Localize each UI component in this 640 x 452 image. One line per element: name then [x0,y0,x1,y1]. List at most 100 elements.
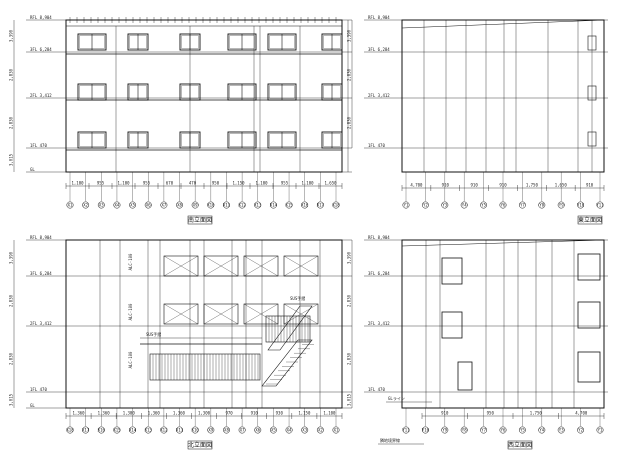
grid-bubble [518,426,526,434]
grid-mark-label: X1 [334,427,339,432]
bottom-dimension-label: 1,300 [123,411,136,416]
hatch-frame [265,315,311,343]
grid-bubble [538,426,546,434]
bottom-dimension-label: 4,700 [575,411,588,416]
side-window [587,35,597,51]
grid-bubble [82,201,90,209]
grid-mark-label: X12 [239,202,247,207]
grid-mark-label: X9 [193,202,198,207]
grid-mark-label: Y5 [481,202,486,207]
grid-mark-label: X13 [145,427,153,432]
grid-bubble [499,426,507,434]
grid-bubble [254,201,262,209]
bottom-dimension-label: 1,100 [323,411,336,416]
grid-mark-label: Y6 [501,202,506,207]
bottom-dimension-label: 1,750 [530,411,543,416]
grid-bubble [332,426,340,434]
bottom-dimension-label: 1,360 [73,411,86,416]
view-title-box [507,440,533,450]
grid-bubble [160,201,168,209]
window-inner [229,85,255,99]
grid-bubble [577,426,585,434]
grid-mark-label: Y3 [442,202,447,207]
window-inner [79,133,105,147]
grid-mark-label: X17 [317,202,325,207]
grid-bubble [421,201,429,209]
grid-bubble [285,426,293,434]
brace-line [163,303,199,325]
grid-bubble [301,201,309,209]
side-window [587,85,597,101]
bottom-dimension-label: 1,360 [98,411,111,416]
bottom-dimension-label: 950 [212,181,220,186]
height-dimension-label: 3,390 [9,29,14,42]
grid-mark-label: Y2 [578,427,583,432]
level-label: 1FL 470 [368,143,385,148]
grid-bubble [480,201,488,209]
bottom-dimension-label: 910 [499,183,507,188]
grid-mark-label: X18 [332,202,340,207]
level-label: 1FL 470 [30,143,47,148]
grid-bubble [441,201,449,209]
level-label: 1FL 470 [30,387,47,392]
grid-bubble [316,426,324,434]
note-gl-line: GLライン [388,395,405,401]
level-label: 3FL 6,284 [368,47,390,52]
height-dimension-label: 3,390 [347,251,352,264]
grid-mark-label: X3 [302,427,307,432]
brace-line [163,255,199,277]
grid-mark-label: Y9 [442,427,447,432]
height-dimension-label: 2,830 [9,68,14,81]
corridor-opening [283,255,319,277]
bottom-dimension-label: 910 [586,183,594,188]
corridor-opening [243,255,279,277]
bottom-dimension-label: 950 [487,411,495,416]
window-inner [79,85,105,99]
grid-mark-label: Y7 [520,202,525,207]
view-title: 北立面図 [188,441,212,449]
grid-bubble [538,201,546,209]
height-dimension-label: 2,830 [9,352,14,365]
grid-bubble [144,201,152,209]
window-inner [269,133,295,147]
grid-bubble [269,201,277,209]
side-window [587,131,597,147]
grid-bubble [316,201,324,209]
grid-mark-label: X14 [270,202,278,207]
side-window [577,253,601,281]
bottom-dimension-label: 910 [471,183,479,188]
grid-bubble [596,426,604,434]
grid-bubble [332,201,340,209]
grid-mark-label: X9 [208,427,213,432]
grid-mark-label: X16 [301,202,309,207]
grid-mark-label: X8 [177,202,182,207]
level-label: RFL 8,904 [30,15,52,20]
grid-mark-label: Y4 [539,427,544,432]
grid-bubble [207,426,215,434]
grid-mark-label: X17 [82,427,90,432]
grid-bubble [301,426,309,434]
bottom-dimension-label: 930 [276,411,284,416]
grid-bubble [557,201,565,209]
window-inner [323,35,341,49]
grid-bubble [129,426,137,434]
grid-mark-label: Y1 [404,202,409,207]
brace-line [243,303,279,325]
grid-mark-label: X6 [146,202,151,207]
height-dimension-label: 2,830 [9,294,14,307]
window-inner [323,85,341,99]
grid-mark-label: Y11 [402,427,410,432]
height-dimension-label: 2,830 [347,116,352,129]
grid-bubble [176,201,183,209]
note-boundary: 隣地境界線 [380,437,400,443]
height-dimension-label: 3,015 [347,393,352,406]
stair-window [441,311,463,339]
grid-mark-label: X2 [318,427,323,432]
grid-mark-label: X14 [129,427,137,432]
bottom-dimension-label: 955 [281,181,289,186]
view-title: 西立面図 [508,441,532,449]
